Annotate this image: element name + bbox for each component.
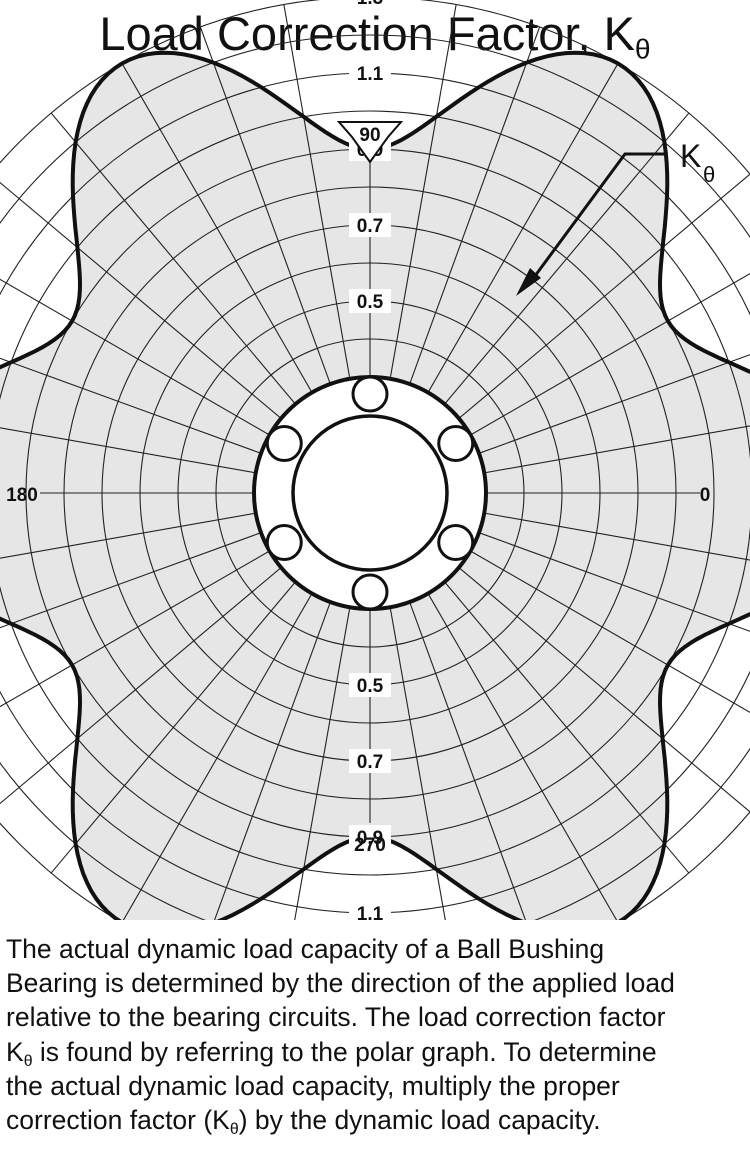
tick-label-bg (349, 825, 391, 849)
caption-k-symbol: K (6, 1036, 24, 1067)
grid-spoke (427, 63, 619, 393)
bearing-ball (265, 524, 303, 561)
chart-labels: 0.50.50.70.70.90.91.11.11.31.3090180270K… (6, 0, 715, 920)
grid-spoke (478, 354, 750, 454)
bearing-ball (437, 425, 475, 462)
grid-spoke (389, 607, 446, 920)
tick-label-bg (349, 213, 391, 237)
caption-line-1: The actual dynamic load capacity of a Ba… (6, 934, 605, 964)
grid-spoke (0, 357, 262, 454)
grid-spoke (0, 550, 270, 708)
grid-spoke (0, 427, 256, 474)
grid-spoke (0, 278, 270, 436)
chart-title-subscript: θ (634, 32, 651, 65)
tick-label-bg (349, 673, 391, 697)
grid-circle (0, 110, 750, 876)
tick-label-bg (349, 289, 391, 313)
grid-spoke (389, 4, 457, 379)
angle-label: 270 (354, 835, 386, 856)
radial-tick-label-bottom: 0.9 (357, 828, 383, 849)
radial-tick-label-top: 0.7 (357, 216, 383, 237)
caption-line-6: correction factor (Kθ) by the dynamic lo… (6, 1103, 746, 1137)
caption-line-2: Bearing is determined by the direction o… (6, 968, 675, 999)
tick-label-bg (349, 749, 391, 773)
caption-k-subscript: θ (23, 1052, 33, 1070)
tick-label-bg (349, 901, 391, 920)
caption-line-6-end: ) by the dynamic load capacity. (238, 1105, 601, 1136)
series-label: K (680, 138, 701, 174)
tick-label-bg (349, 0, 391, 9)
grid-spoke (427, 593, 618, 920)
radial-tick-label-bottom: 1.1 (357, 904, 384, 920)
callout-line (530, 152, 665, 281)
chart-marks (0, 50, 750, 920)
caption-line-4: Kθ is found by referring to the polar gr… (6, 1035, 746, 1069)
bearing-ball (437, 524, 475, 561)
bearing-ball (265, 425, 303, 462)
tick-label-bg (349, 61, 391, 85)
grid-spoke (409, 26, 541, 385)
radial-tick-label-bottom: 0.5 (357, 676, 384, 697)
caption-line-6-subscript: θ (229, 1120, 239, 1138)
polar-chart: 0.50.50.70.70.90.91.11.11.31.3090180270K… (0, 0, 750, 920)
grid-circle (0, 34, 750, 920)
grid-spoke (199, 26, 331, 385)
grid-spoke (283, 4, 351, 379)
grid-spoke (213, 601, 331, 920)
caption-line-3: relative to the bearing circuits. The lo… (6, 1002, 666, 1033)
chart-title: Load Correction Factor, Kθ (0, 4, 750, 64)
grid-spoke (470, 550, 750, 714)
callout-arrowhead-icon (516, 268, 541, 296)
grid-spoke (444, 112, 690, 405)
grid-spoke (458, 567, 750, 813)
grid-spoke (294, 607, 351, 920)
radial-tick-label-bottom: 0.7 (357, 752, 383, 773)
k-theta-area (0, 52, 750, 920)
angle-label: 180 (6, 485, 38, 506)
grid-spoke (470, 272, 750, 436)
grid-spoke (478, 532, 750, 632)
grid-spoke (0, 532, 262, 629)
grid-spoke (409, 601, 527, 920)
angle-label: 90 (359, 125, 380, 146)
chart-title-text: Load Correction Factor, K (99, 7, 635, 60)
angle-label: 0 (700, 485, 711, 506)
radial-tick-label-top: 1.3 (357, 0, 383, 9)
grid-spoke (458, 173, 750, 419)
grid-spoke (121, 63, 313, 393)
grid-spoke (0, 567, 282, 805)
bearing-inner-ring (291, 414, 449, 572)
bearing-ball (351, 573, 389, 611)
load-direction-arrow-icon (336, 121, 404, 164)
grid-spoke (444, 581, 690, 874)
grid-spoke (0, 512, 256, 559)
grid-spoke (0, 181, 282, 419)
grid-spoke (50, 581, 296, 874)
grid-spoke (484, 425, 750, 474)
caption-line-6-start: correction factor (K (6, 1105, 230, 1136)
radial-tick-label-top: 1.1 (357, 64, 384, 85)
grid-spoke (484, 512, 750, 561)
series-label-subscript: θ (703, 162, 715, 187)
grid-spoke (50, 112, 296, 405)
caption-line-4-text: is found by referring to the polar graph… (32, 1036, 657, 1067)
radial-tick-label-top: 0.5 (357, 292, 384, 313)
bearing-ball (351, 375, 389, 413)
caption: The actual dynamic load capacity of a Ba… (6, 932, 746, 1137)
caption-line-5: the actual dynamic load capacity, multip… (6, 1070, 620, 1101)
grid-spoke (122, 593, 313, 920)
